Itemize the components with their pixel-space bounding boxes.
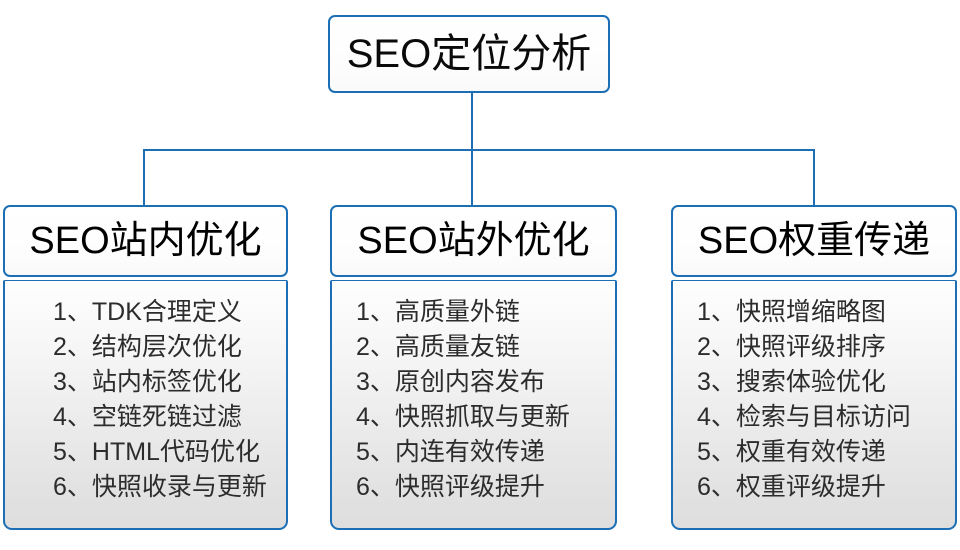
branch-item-list-3: 1、快照增缩略图 2、快照评级排序 3、搜索体验优化 4、检索与目标访问 5、权… xyxy=(673,295,955,505)
list-item[interactable]: 2、高质量友链 xyxy=(356,333,520,361)
branch-header-label: SEO权重传递 xyxy=(697,220,931,262)
branch-header-offsite-optimization[interactable]: SEO站外优化 xyxy=(330,205,617,277)
list-item[interactable]: 4、快照抓取与更新 xyxy=(356,403,570,431)
list-item[interactable]: 5、权重有效传递 xyxy=(697,438,886,466)
branch-column-1: SEO站内优化 1、TDK合理定义 2、结构层次优化 3、站内标签优化 4、空链… xyxy=(3,205,288,530)
list-item[interactable]: 2、快照评级排序 xyxy=(697,333,886,361)
list-item[interactable]: 5、HTML代码优化 xyxy=(53,438,260,466)
connector-drop-branch-1 xyxy=(143,149,145,206)
branch-header-label: SEO站内优化 xyxy=(29,220,262,262)
branch-body-panel-3: 1、快照增缩略图 2、快照评级排序 3、搜索体验优化 4、检索与目标访问 5、权… xyxy=(671,280,957,530)
list-item[interactable]: 4、空链死链过滤 xyxy=(53,403,242,431)
list-item[interactable]: 6、权重评级提升 xyxy=(697,473,886,501)
branch-body-panel-1: 1、TDK合理定义 2、结构层次优化 3、站内标签优化 4、空链死链过滤 5、H… xyxy=(3,280,288,530)
list-item[interactable]: 4、检索与目标访问 xyxy=(697,403,911,431)
root-node-seo-positioning-analysis[interactable]: SEO定位分析 xyxy=(328,15,610,93)
list-item[interactable]: 2、结构层次优化 xyxy=(53,333,242,361)
branch-header-onsite-optimization[interactable]: SEO站内优化 xyxy=(3,205,288,277)
list-item[interactable]: 6、快照评级提升 xyxy=(356,473,545,501)
connector-drop-branch-3 xyxy=(813,149,815,206)
list-item[interactable]: 1、TDK合理定义 xyxy=(53,298,242,326)
list-item[interactable]: 1、快照增缩略图 xyxy=(697,298,886,326)
root-node-label: SEO定位分析 xyxy=(346,32,592,76)
list-item[interactable]: 3、站内标签优化 xyxy=(53,368,242,396)
branch-item-list-1: 1、TDK合理定义 2、结构层次优化 3、站内标签优化 4、空链死链过滤 5、H… xyxy=(5,295,286,505)
branch-header-label: SEO站外优化 xyxy=(357,220,590,262)
list-item[interactable]: 3、原创内容发布 xyxy=(356,368,545,396)
branch-body-panel-2: 1、高质量外链 2、高质量友链 3、原创内容发布 4、快照抓取与更新 5、内连有… xyxy=(330,280,617,530)
list-item[interactable]: 6、快照收录与更新 xyxy=(53,473,267,501)
list-item[interactable]: 1、高质量外链 xyxy=(356,298,520,326)
connector-root-stem xyxy=(471,93,473,151)
branch-item-list-2: 1、高质量外链 2、高质量友链 3、原创内容发布 4、快照抓取与更新 5、内连有… xyxy=(332,295,615,505)
connector-drop-branch-2 xyxy=(471,149,473,206)
branch-column-3: SEO权重传递 1、快照增缩略图 2、快照评级排序 3、搜索体验优化 4、检索与… xyxy=(671,205,957,530)
branch-column-2: SEO站外优化 1、高质量外链 2、高质量友链 3、原创内容发布 4、快照抓取与… xyxy=(330,205,617,530)
list-item[interactable]: 5、内连有效传递 xyxy=(356,438,545,466)
list-item[interactable]: 3、搜索体验优化 xyxy=(697,368,886,396)
connector-horizontal-bus xyxy=(143,149,815,151)
branch-header-weight-transfer[interactable]: SEO权重传递 xyxy=(671,205,957,277)
